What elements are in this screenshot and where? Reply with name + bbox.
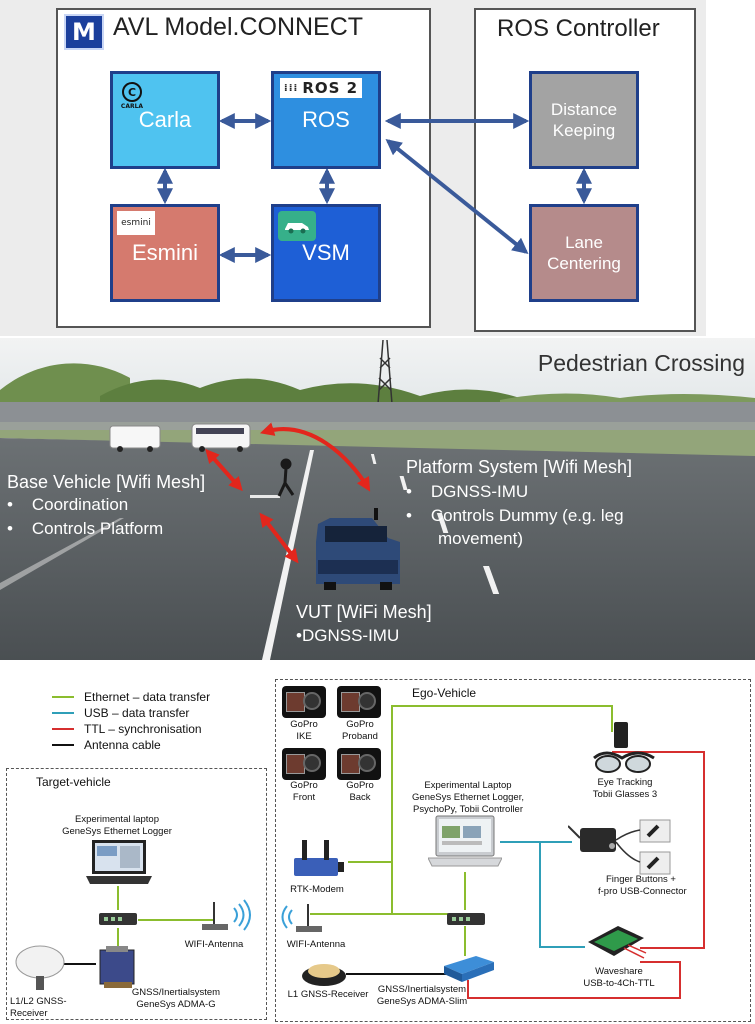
ego-wifi-label: WIFI-Antenna	[286, 939, 346, 950]
target-gnss-receiver-label: L1/L2 GNSS- Receiver	[10, 996, 67, 1019]
gopro-back-label: GoPro Back	[346, 780, 374, 803]
ros-controller-title: ROS Controller	[497, 15, 660, 42]
ego-vehicle-title: Ego-Vehicle	[412, 686, 477, 700]
architecture-panel: M AVL Model.CONNECT ROS Controller C CAR…	[0, 0, 706, 336]
eye-tracking-label: Eye Tracking Tobii Glasses 3	[592, 777, 658, 800]
ego-adma-slim-icon	[444, 956, 494, 982]
gopro-front-icon	[282, 748, 326, 780]
antenna-mast	[377, 339, 393, 405]
gopro-ike-icon	[282, 686, 326, 718]
waveshare-ttl-icon	[588, 926, 647, 959]
rtk-modem-icon	[294, 840, 344, 876]
distance-keeping-label: Distance Keeping	[550, 100, 618, 140]
base-vehicle-item: • Controls Platform	[7, 519, 164, 538]
platform-system-item: • Controls Dummy (e.g. leg	[406, 506, 624, 525]
waveshare-label: Waveshare USB-to-4Ch-TTL	[583, 966, 655, 989]
target-adma-g-icon	[99, 946, 135, 988]
esmini-label: Esmini	[131, 240, 198, 265]
photo-title: Pedestrian Crossing	[537, 350, 745, 376]
model-connect-title: AVL Model.CONNECT	[113, 13, 364, 41]
legend-usb: USB – data transfer	[52, 705, 189, 721]
target-wifi-label: WIFI-Antenna	[184, 939, 244, 950]
finger-buttons-icon	[568, 819, 671, 875]
architecture-arrows	[157, 113, 592, 263]
arrow-ros-lane	[385, 138, 529, 255]
gopro-proband-icon	[337, 686, 381, 718]
vut-car	[316, 508, 400, 590]
vut-item: •DGNSS-IMU	[296, 626, 400, 645]
ego-ethernet-switch-icon	[447, 913, 485, 925]
esmini-block: esmini Esmini	[110, 204, 220, 302]
avl-logo-icon: M	[64, 14, 104, 50]
ego-laptop-label: Experimental Laptop GeneSys Ethernet Log…	[412, 780, 524, 815]
setup-wiring	[64, 705, 705, 999]
gopro-ike-label: GoPro IKE	[290, 719, 318, 742]
platform-system-item-cont: movement)	[438, 529, 524, 548]
carla-logo-icon: C CARLA	[117, 78, 147, 112]
pedestrian-crossing-photo: Pedestrian Crossing Base Vehicle [Wifi M…	[0, 338, 755, 660]
test-track-scene	[0, 338, 755, 660]
base-vehicle-title: Base Vehicle [Wifi Mesh]	[7, 472, 206, 492]
legend-ttl: TTL – synchronisation	[52, 721, 202, 737]
ego-wifi-antenna-icon	[281, 904, 322, 932]
carla-block: C CARLA Carla	[110, 71, 220, 169]
svg-text:C: C	[128, 86, 136, 99]
ego-gnss-receiver-icon	[302, 964, 346, 986]
target-adma-g-label: GNSS/Inertialsystem GeneSys ADMA-G	[131, 987, 221, 1010]
platform-van	[191, 423, 251, 452]
legend-antenna: Antenna cable	[52, 737, 161, 753]
vsm-block: VSM	[271, 204, 381, 302]
ros2-logo-icon: ⁞⁞⁞ROS 2	[280, 78, 362, 98]
base-vehicle-van	[109, 425, 161, 452]
base-vehicle-item: • Coordination	[7, 495, 129, 514]
esmini-logo-icon: esmini	[117, 211, 155, 235]
finger-buttons-label: Finger Buttons + f-pro USB-Connector	[598, 874, 687, 897]
ros-block: ⁞⁞⁞ROS 2 ROS	[271, 71, 381, 169]
wifi-mesh-arrows	[205, 422, 371, 564]
gopro-front-label: GoPro Front	[290, 780, 318, 803]
target-laptop-icon	[86, 840, 152, 884]
carla-label: Carla	[138, 107, 192, 132]
rtk-modem-label: RTK-Modem	[290, 884, 344, 895]
gopro-back-icon	[337, 748, 381, 780]
ego-vehicle-box	[275, 679, 751, 1022]
platform-system-item: • DGNSS-IMU	[406, 482, 529, 501]
target-gnss-receiver-icon	[15, 945, 65, 990]
target-vehicle-title: Target-vehicle	[36, 775, 111, 789]
target-wifi-antenna-icon	[202, 899, 251, 931]
ego-adma-slim-label: GNSS/Inertialsystem GeneSys ADMA-Slim	[376, 984, 468, 1007]
lane-centering-block: Lane Centering	[529, 204, 639, 302]
vut-title: VUT [WiFi Mesh]	[296, 602, 432, 622]
vsm-car-icon	[278, 211, 316, 241]
target-vehicle-box	[6, 768, 267, 1020]
gopro-proband-label: GoPro Proband	[342, 719, 378, 742]
measurement-setup-diagram: Ethernet – data transfer USB – data tran…	[0, 662, 755, 1024]
distance-keeping-block: Distance Keeping	[529, 71, 639, 169]
ros-label: ROS	[302, 107, 350, 132]
ego-gnss-receiver-label: L1 GNSS-Receiver	[287, 989, 369, 1000]
target-laptop-label: Experimental laptop GeneSys Ethernet Log…	[62, 814, 172, 837]
legend-ethernet: Ethernet – data transfer	[52, 689, 210, 705]
platform-system-title: Platform System [Wifi Mesh]	[406, 457, 633, 477]
target-ethernet-switch-icon	[99, 913, 137, 925]
lane-centering-label: Lane Centering	[547, 233, 621, 273]
eye-tracking-glasses-icon	[593, 722, 655, 773]
vsm-label: VSM	[302, 240, 350, 265]
ego-laptop-icon	[428, 815, 502, 867]
